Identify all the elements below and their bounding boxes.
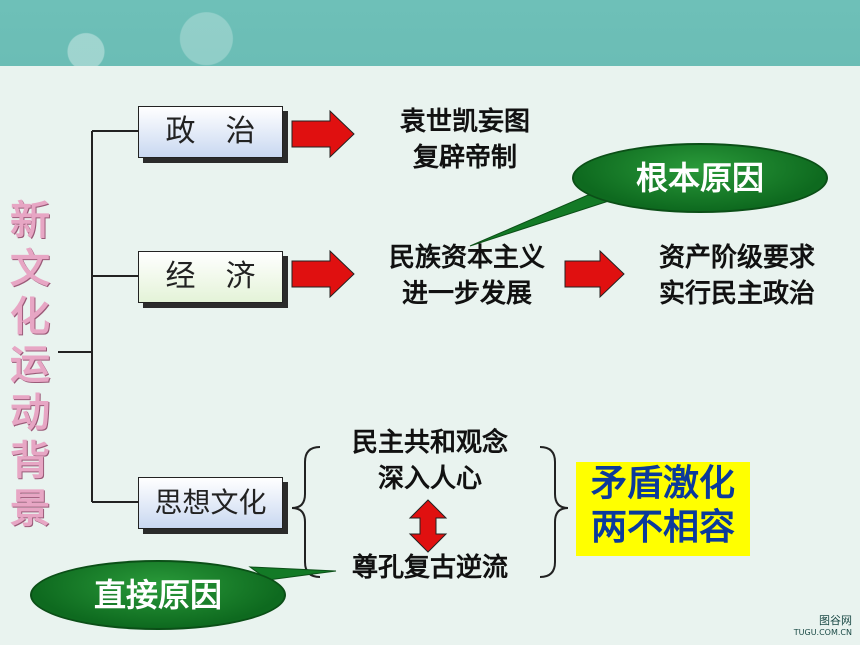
box-economy: 经 济 (138, 251, 283, 303)
result-culture-bottom: 尊孔复古逆流 (351, 553, 508, 583)
double-arrow (408, 499, 448, 553)
right-brace (539, 446, 569, 578)
arrow-economy (291, 249, 355, 299)
box-politics: 政 治 (138, 106, 283, 158)
direct-cause-bubble: 直接原因 (30, 560, 286, 630)
result-culture-top: 民主共和观念 深入人心 (351, 428, 508, 494)
box-culture: 思想文化 (138, 477, 283, 529)
arrow-economy-result (564, 249, 625, 299)
arrow-politics (291, 109, 355, 159)
root-cause-tail (469, 194, 614, 247)
vertical-title: 新 文 化 运 动 背 景 (10, 197, 50, 532)
conclusion-box: 矛盾激化 两不相容 (576, 462, 750, 556)
result-economy-extra: 资产阶级要求 实行民主政治 (658, 243, 815, 309)
result-economy: 民族资本主义 进一步发展 (388, 243, 545, 309)
root-cause-bubble: 根本原因 (572, 143, 828, 213)
result-politics: 袁世凯妄图 复辟帝制 (399, 107, 530, 173)
watermark: 图谷网 TUGU.COM.CN (793, 614, 852, 638)
left-brace (291, 446, 321, 578)
